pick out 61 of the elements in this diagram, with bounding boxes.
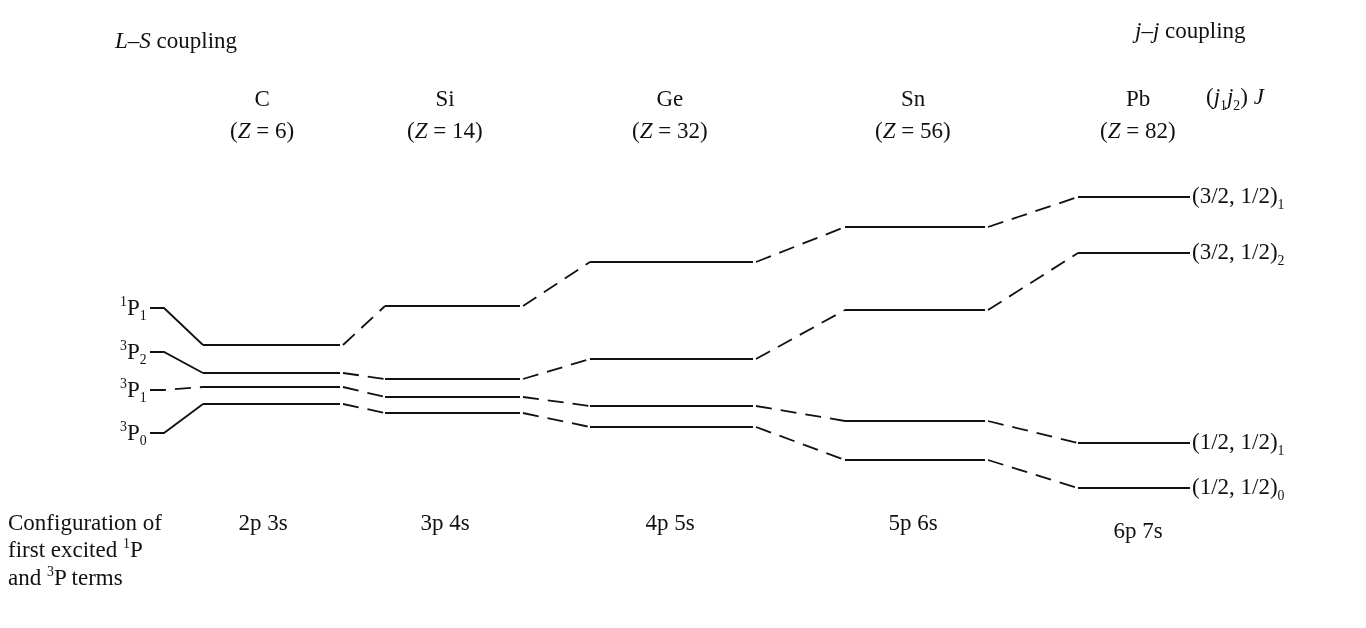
- energy-level-line: [590, 426, 753, 428]
- element-symbol: Ge: [656, 86, 684, 112]
- element-symbol: Si: [435, 86, 455, 112]
- level-label: (3/2, 1/2)$_{1}$: [1192, 183, 1285, 212]
- energy-level-line: [385, 396, 520, 398]
- element-symbol: Sn: [901, 86, 926, 112]
- energy-level-line: [1078, 196, 1190, 198]
- dashed-connector: [987, 252, 1079, 311]
- energy-level-line: [1078, 487, 1190, 489]
- level-label: (1/2, 1/2)$_{1}$: [1192, 429, 1285, 458]
- connector-line: [149, 307, 204, 346]
- element-symbol: Pb: [1126, 86, 1151, 112]
- dashed-connector: [342, 372, 386, 380]
- term-symbol: $^{1}$P$_{1}$: [120, 294, 147, 324]
- energy-level-line: [203, 344, 340, 346]
- energy-level-line: [203, 403, 340, 405]
- energy-level-line: [590, 405, 753, 407]
- dashed-connector: [522, 396, 591, 407]
- configuration: 6p 7s: [1113, 518, 1163, 544]
- energy-level-line: [590, 358, 753, 360]
- energy-level-line: [203, 372, 340, 374]
- dashed-connector: [522, 412, 591, 428]
- dashed-connector: [755, 405, 846, 422]
- atomic-number: (Z = 14): [407, 118, 483, 144]
- term-symbol: $^{3}$P$_{1}$: [120, 376, 147, 406]
- dashed-connector: [342, 305, 386, 346]
- atomic-number: (Z = 56): [875, 118, 951, 144]
- energy-level-line: [203, 386, 340, 388]
- atomic-number: (Z = 32): [632, 118, 708, 144]
- energy-level-line: [845, 309, 985, 311]
- energy-level-line: [845, 226, 985, 228]
- configuration: 3p 4s: [420, 510, 470, 536]
- term-symbol: $^{3}$P$_{2}$: [120, 338, 147, 368]
- energy-level-line: [845, 459, 985, 461]
- element-symbol: C: [254, 86, 270, 112]
- dashed-connector: [149, 386, 204, 391]
- dashed-connector: [342, 403, 386, 414]
- term-symbol: $^{3}$P$_{0}$: [120, 419, 147, 449]
- dashed-connector: [987, 420, 1079, 444]
- energy-level-line: [385, 378, 520, 380]
- configuration-caption: Configuration of first excited $^{1}$P and $^{3}$P terms: [8, 510, 163, 591]
- atomic-number: (Z = 82): [1100, 118, 1176, 144]
- dashed-connector: [755, 309, 846, 360]
- energy-level-line: [1078, 252, 1190, 254]
- configuration: 5p 6s: [888, 510, 938, 536]
- coupling-heading: L–S coupling: [115, 28, 238, 54]
- energy-level-line: [845, 420, 985, 422]
- connector-line: [149, 351, 204, 374]
- energy-level-line: [1078, 442, 1190, 444]
- configuration: 4p 5s: [645, 510, 695, 536]
- energy-level-line: [385, 305, 520, 307]
- level-label: (3/2, 1/2)$_{2}$: [1192, 239, 1285, 268]
- dashed-connector: [342, 386, 386, 398]
- atomic-number: (Z = 6): [230, 118, 295, 144]
- connector-line: [149, 403, 204, 434]
- energy-level-line: [590, 261, 753, 263]
- level-label: (1/2, 1/2)$_{0}$: [1192, 474, 1285, 503]
- dashed-connector: [522, 261, 591, 307]
- configuration: 2p 3s: [238, 510, 288, 536]
- quantum-number-heading: (j$_{1}$j$_{2}$) J: [1206, 84, 1264, 113]
- energy-level-line: [385, 412, 520, 414]
